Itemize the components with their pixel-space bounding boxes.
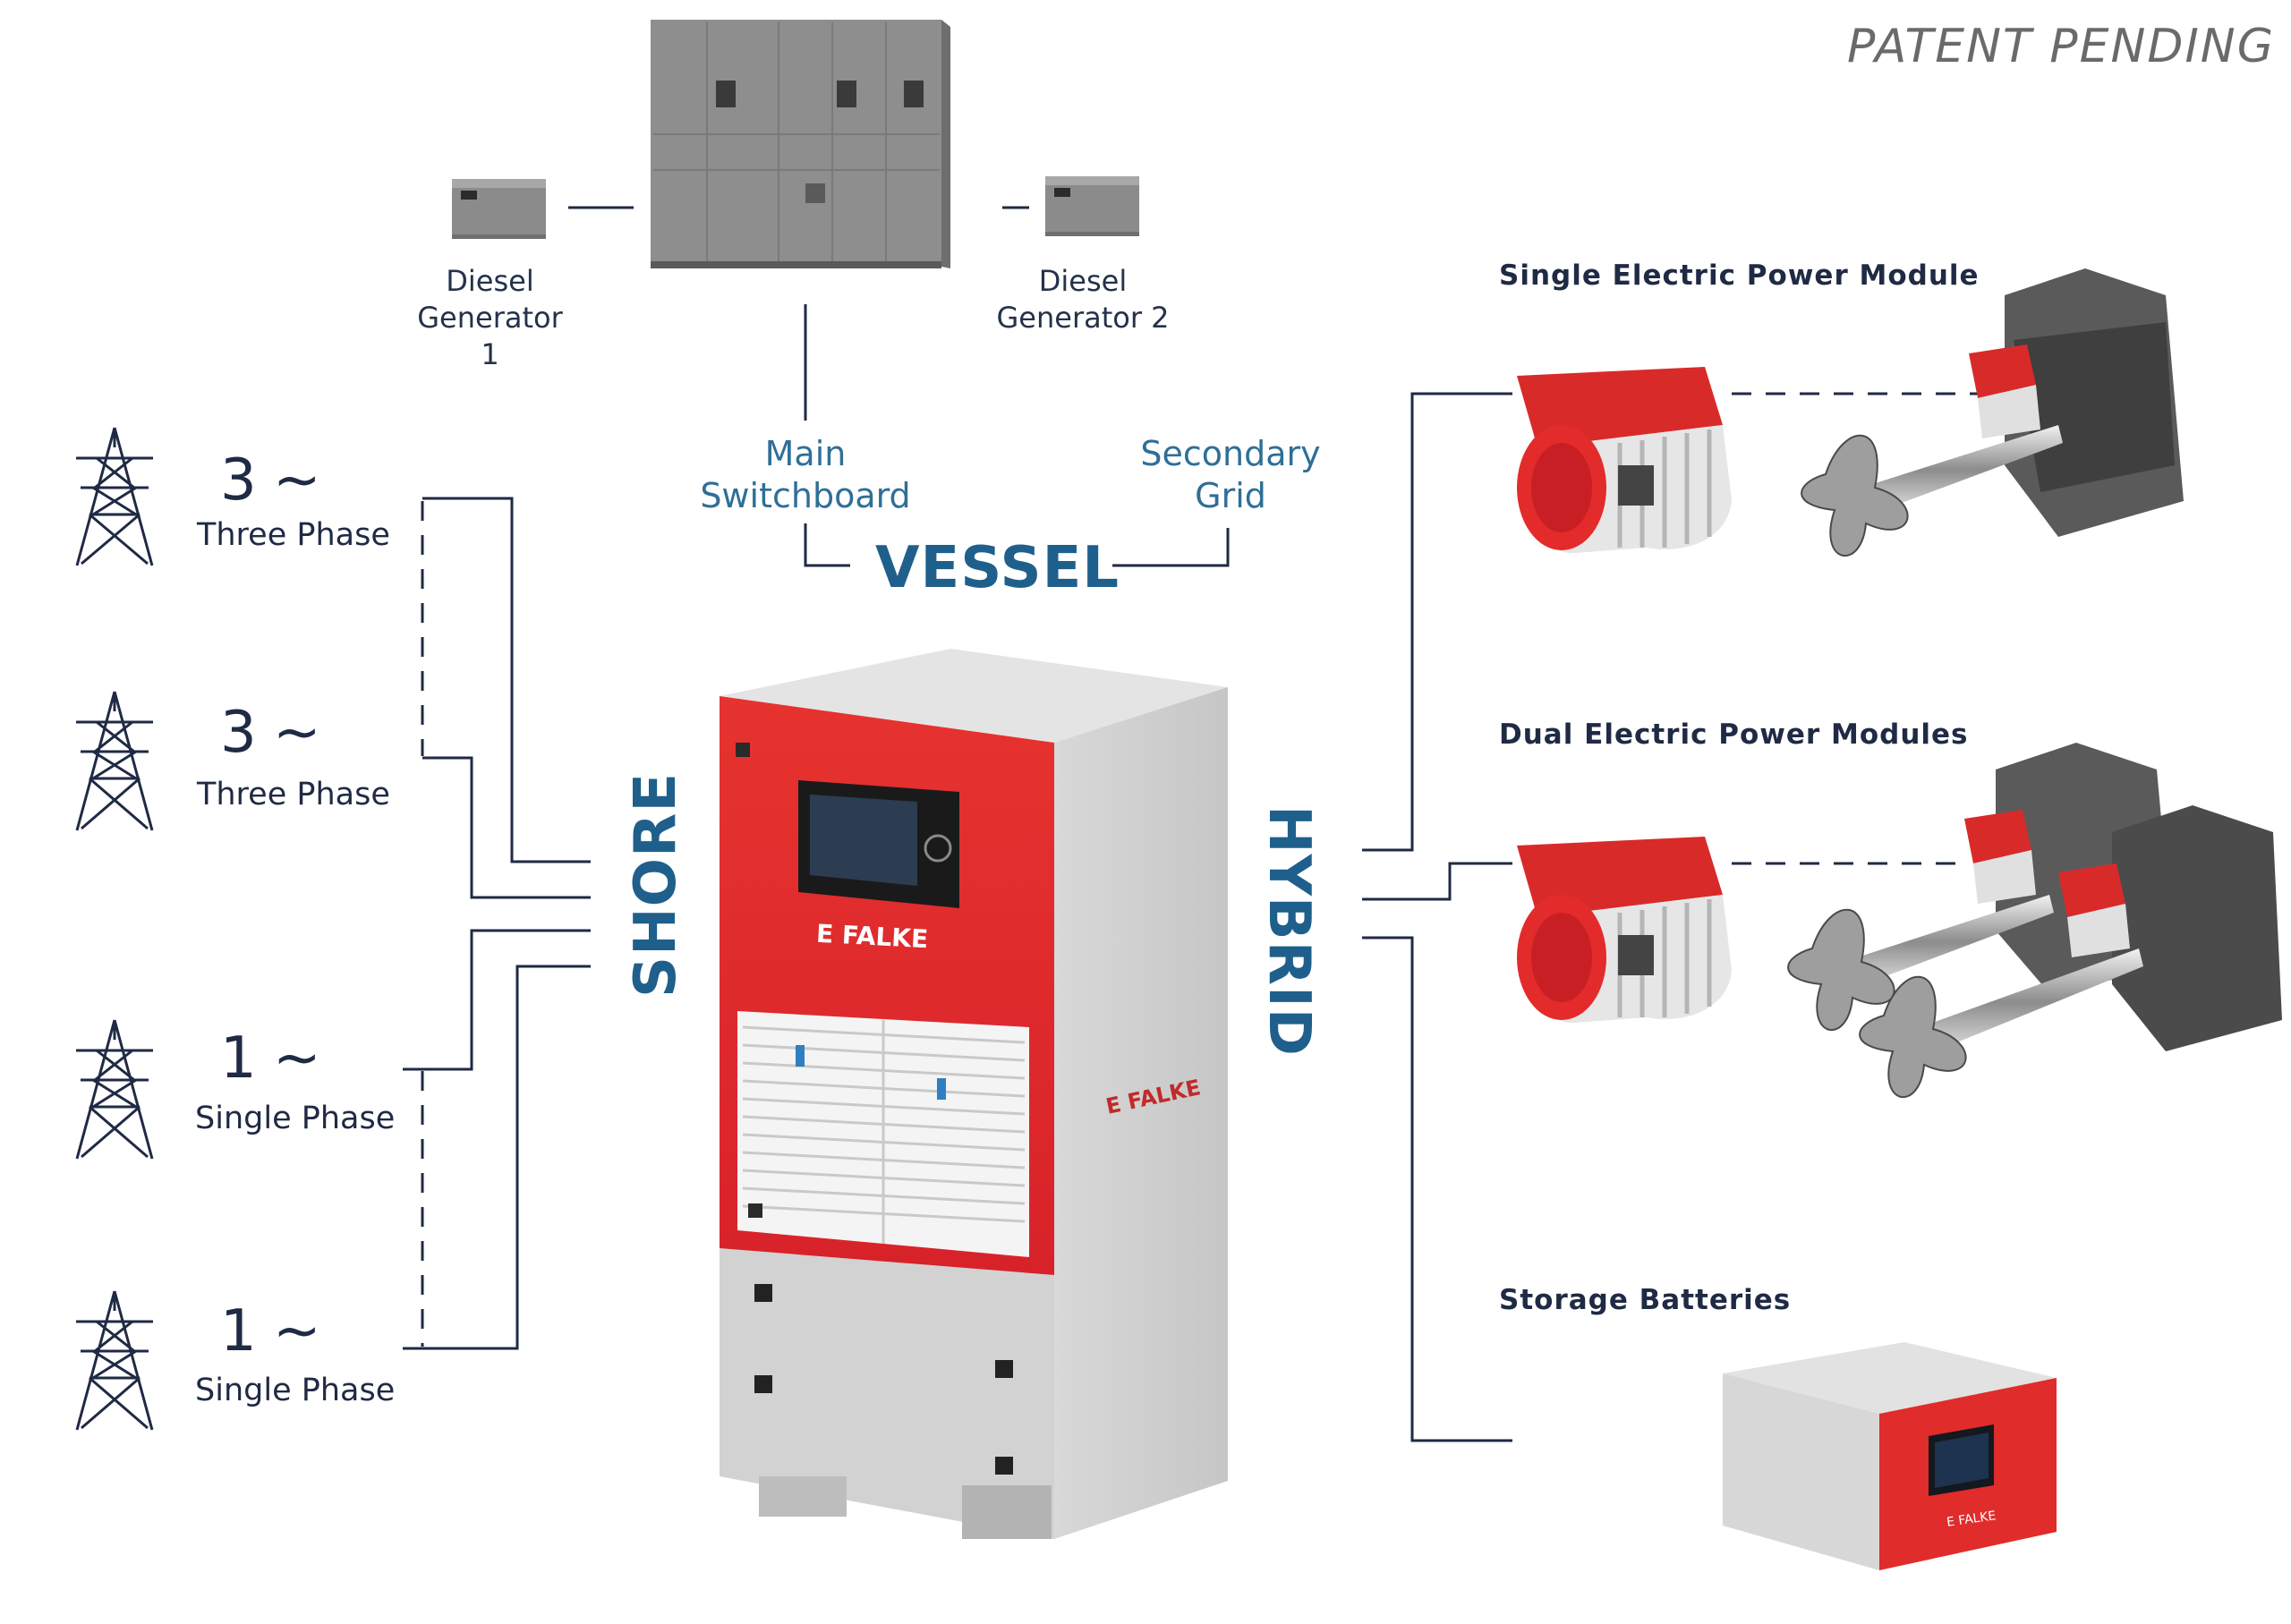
phase-symbol: ~ [273,1025,321,1092]
phase-number: 3 [220,447,257,514]
power-pylon-icon-4 [75,1290,154,1431]
patent-pending-label: PATENT PENDING [1846,20,2275,73]
shore-title: SHORE [623,771,689,998]
wiring [403,206,1512,1442]
efalke-logo-front: E FALKE [815,918,929,955]
diesel-generator-2-icon [1045,176,1139,236]
diesel-generator-1-icon [452,179,546,239]
main-switchboard-label: Main Switchboard [700,434,911,515]
power-pylon-icons [75,427,154,1431]
diesel-generator-1-label: Diesel Generator 1 [417,264,563,371]
phase-number: 1 [220,1298,257,1365]
vent-grille [742,1020,1026,1244]
storage-batteries-title: Storage Batteries [1499,1284,1792,1316]
diesel-generator-2-label: Diesel Generator 2 [996,264,1170,335]
phase-number: 3 [220,700,257,766]
dashed-links [421,392,1978,1347]
phase-name: Single Phase [195,1101,396,1136]
power-pylon-icon-2 [75,691,154,831]
phase-name: Three Phase [197,517,390,553]
secondary-grid-label: Secondary Grid [1140,434,1321,515]
power-pylon-icon-3 [75,1019,154,1160]
phase-name: Single Phase [195,1373,396,1408]
dual-power-modules-title: Dual Electric Power Modules [1499,718,1969,751]
phase-number: 1 [220,1025,257,1092]
power-pylon-icon-1 [75,427,154,566]
propulsion-drive-dual [1787,743,2282,1099]
phase-symbol: ~ [273,447,321,514]
single-power-module-title: Single Electric Power Module [1499,259,1980,292]
vessel-title: VESSEL [875,535,1120,601]
hybrid-title: HYBRID [1256,805,1322,1057]
storage-battery-unit [1723,1342,2057,1570]
phase-symbol: ~ [273,1298,321,1365]
electric-power-module-single [1517,367,1732,554]
propulsion-drive-single [1801,268,2184,557]
phase-symbol: ~ [273,700,321,766]
switchboard-cabinet-icon [651,20,950,268]
efalke-charger-unit [720,649,1228,1539]
electric-power-module-dual [1517,837,1732,1024]
phase-name: Three Phase [197,777,390,812]
